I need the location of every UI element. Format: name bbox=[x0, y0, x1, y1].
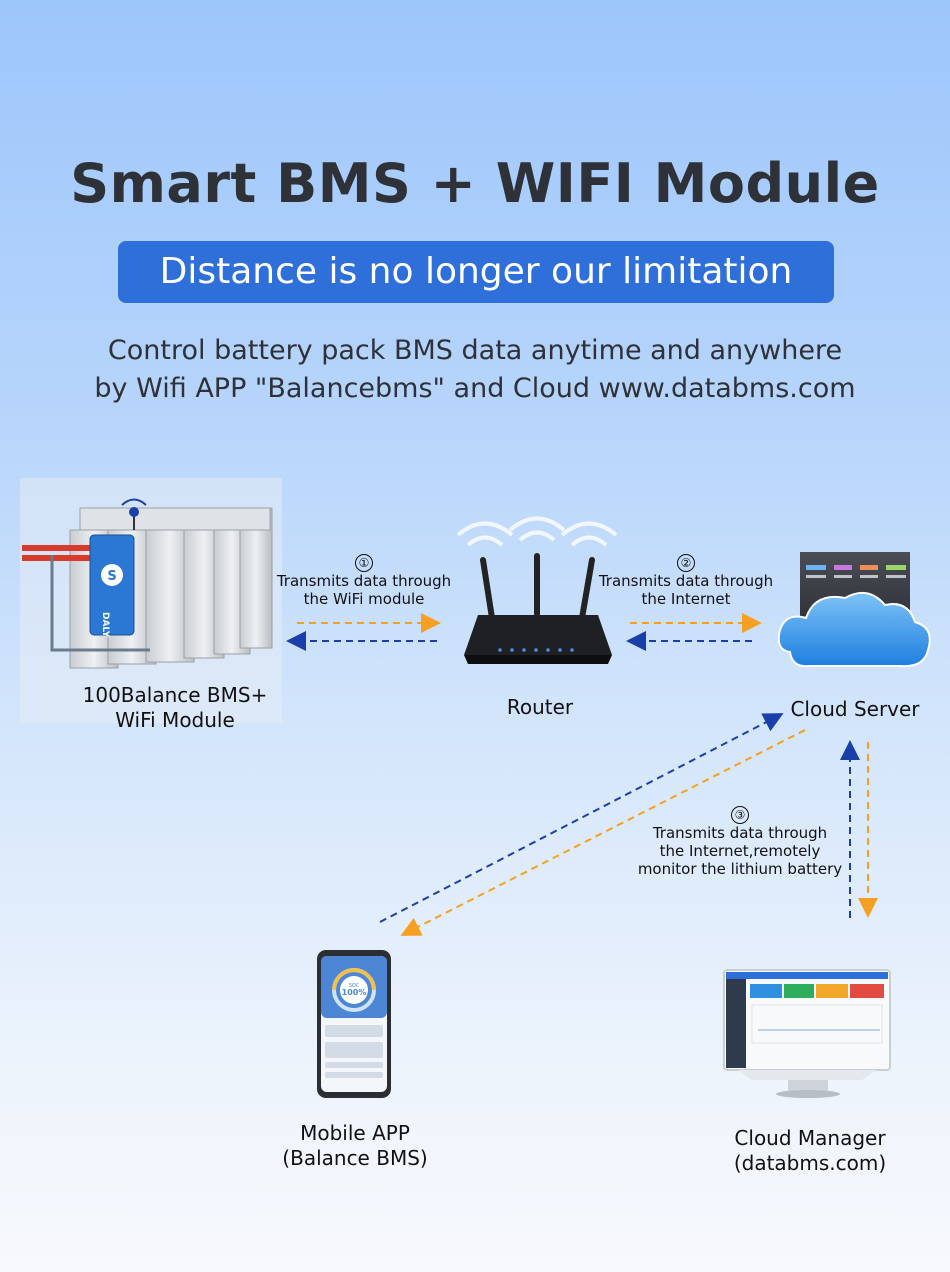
phone-gauge-value: 100% bbox=[342, 988, 367, 997]
phone-gauge-label: SOC bbox=[349, 983, 360, 989]
step-3-line-3: monitor the lithium battery bbox=[637, 860, 843, 878]
mobile-phone-illustration: SOC 100% bbox=[317, 950, 391, 1098]
step-2-number: ② bbox=[677, 554, 695, 572]
battery-pack-illustration: S DALY bbox=[20, 478, 282, 723]
step-2-note: ② Transmits data through the Internet bbox=[592, 553, 780, 608]
arrow-cloud-to-mobile bbox=[400, 729, 806, 936]
bms-brand-text: DALY bbox=[100, 612, 110, 638]
description-line-2: by Wifi APP "Balancebms" and Cloud www.d… bbox=[94, 373, 856, 404]
mobile-app-label-line-2: (Balance BMS) bbox=[282, 1146, 428, 1170]
bms-label-line-2: WiFi Module bbox=[115, 708, 235, 732]
cloud-manager-label-line-1: Cloud Manager bbox=[734, 1126, 886, 1150]
description: Control battery pack BMS data anytime an… bbox=[0, 332, 950, 408]
step-3-line-2: the Internet,remotely bbox=[659, 842, 821, 860]
cloud-manager-label: Cloud Manager (databms.com) bbox=[710, 1126, 910, 1176]
router-label: Router bbox=[506, 695, 574, 719]
step-1-number: ① bbox=[355, 554, 373, 572]
step-1-note: ① Transmits data through the WiFi module bbox=[270, 553, 458, 608]
step-2-line-1: Transmits data through bbox=[598, 572, 774, 590]
step-3-line-1: Transmits data through bbox=[652, 824, 828, 842]
page-title: Smart BMS + WIFI Module bbox=[70, 152, 880, 215]
tagline-banner: Distance is no longer our limitation bbox=[118, 241, 834, 303]
bms-label: 100Balance BMS+ WiFi Module bbox=[60, 683, 290, 733]
cloud-manager-label-line-2: (databms.com) bbox=[733, 1151, 887, 1175]
step-3-note: ③ Transmits data through the Internet,re… bbox=[630, 805, 850, 878]
cloud-server-illustration bbox=[777, 552, 931, 668]
mobile-app-label-line-1: Mobile APP bbox=[300, 1121, 410, 1145]
bms-label-line-1: 100Balance BMS+ bbox=[82, 683, 268, 707]
step-1-line-2: the WiFi module bbox=[303, 590, 425, 608]
step-3-number: ③ bbox=[731, 806, 749, 824]
description-line-1: Control battery pack BMS data anytime an… bbox=[107, 335, 843, 366]
step-2-line-2: the Internet bbox=[641, 590, 731, 608]
monitor-illustration bbox=[723, 969, 891, 1098]
arrow-mobile-to-cloud bbox=[379, 713, 784, 923]
mobile-app-label: Mobile APP (Balance BMS) bbox=[250, 1121, 460, 1171]
cloud-server-label: Cloud Server bbox=[790, 697, 920, 721]
router-illustration bbox=[456, 516, 618, 664]
step-1-line-1: Transmits data through bbox=[276, 572, 452, 590]
svg-text:S: S bbox=[107, 569, 116, 584]
